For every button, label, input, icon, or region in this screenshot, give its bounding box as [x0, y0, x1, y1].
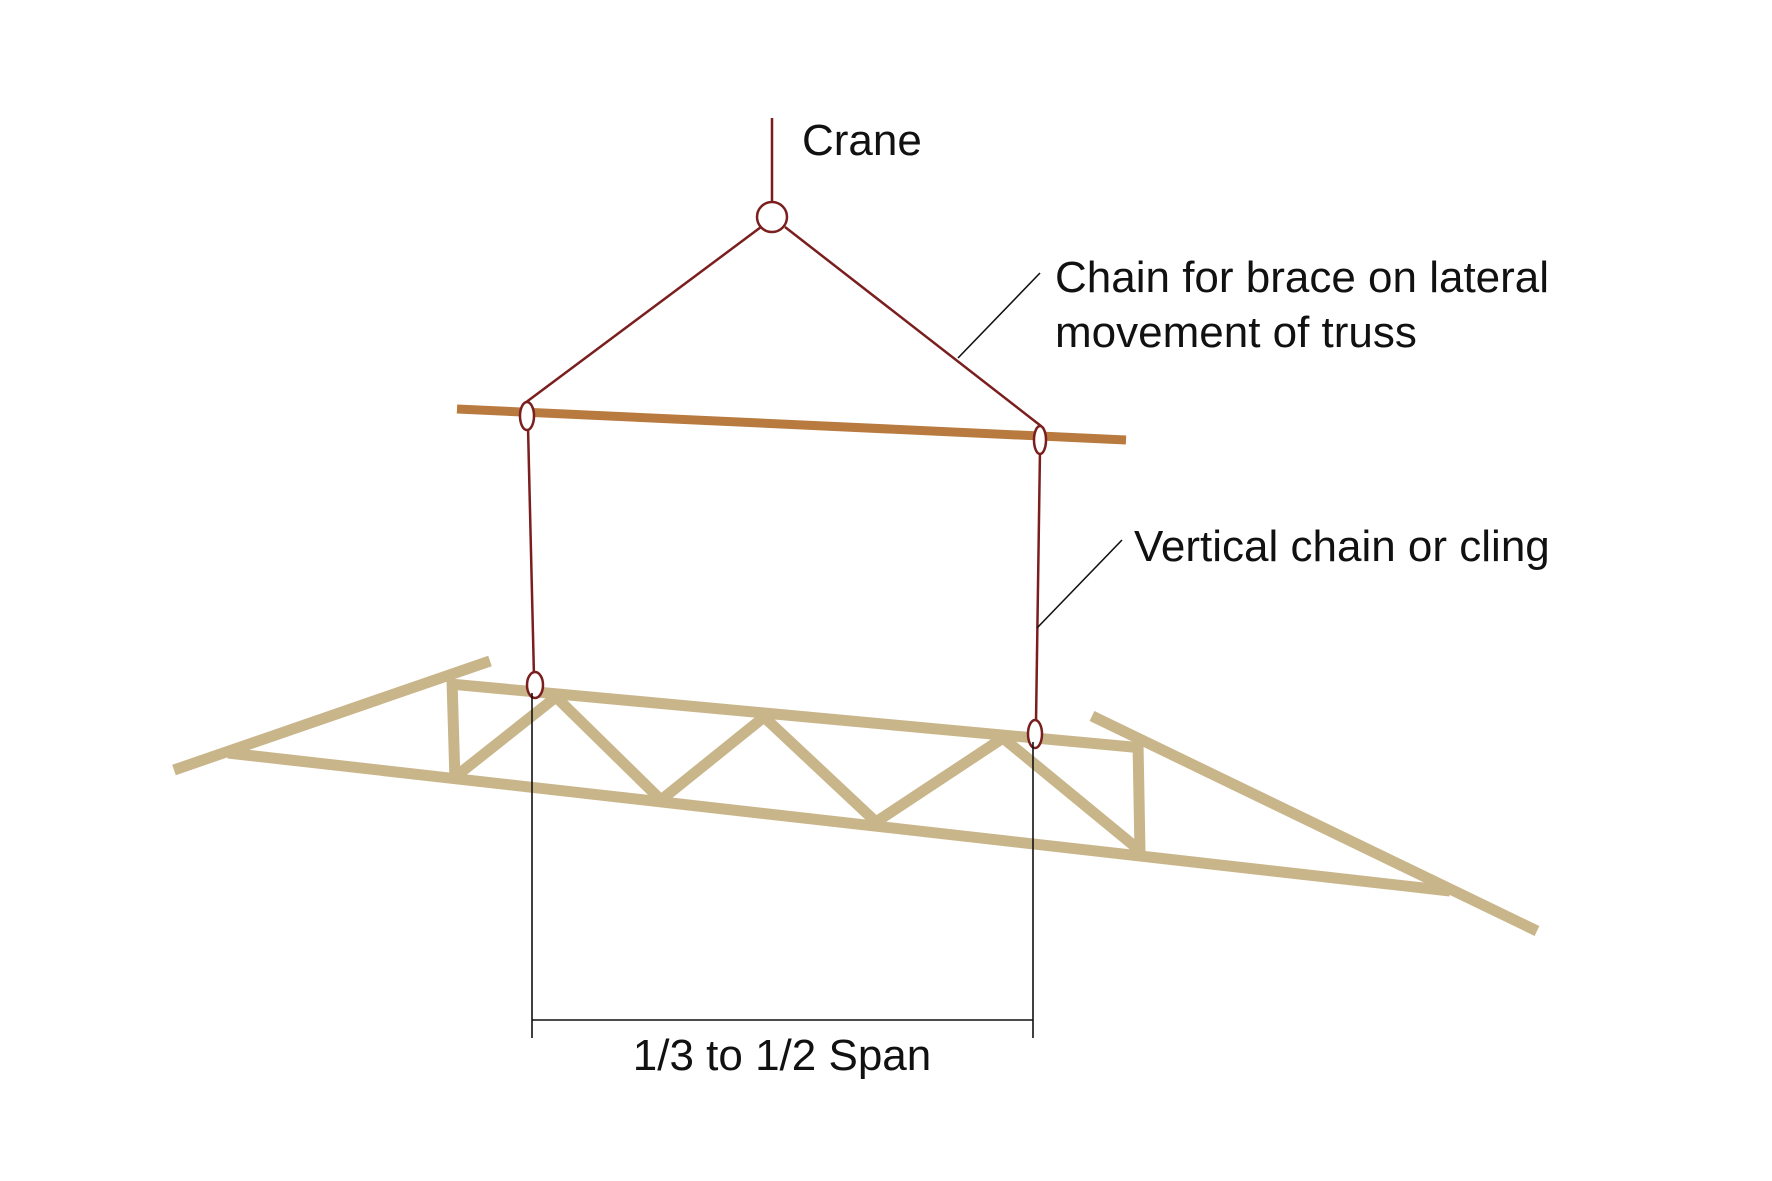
- left-sling-chain: [524, 225, 762, 405]
- right-bar-shackle: [1032, 424, 1048, 456]
- right-sling-chain: [784, 226, 1042, 427]
- right-truss-shackle: [1026, 718, 1044, 750]
- truss-web: [451, 692, 560, 782]
- span-dimension: [531, 693, 1034, 1038]
- truss-left-rafter: [172, 655, 492, 776]
- truss-right-vertical: [1132, 742, 1146, 853]
- truss-bottom-chord: [227, 747, 1451, 897]
- truss-web: [999, 733, 1142, 854]
- left-truss-shackle: [525, 670, 545, 700]
- left-vertical-chain: [526, 426, 536, 678]
- vertical-chain-leader: [1036, 539, 1123, 629]
- truss-web: [872, 733, 1007, 827]
- crane-label: Crane: [802, 116, 922, 165]
- right-vertical-chain: [1034, 449, 1042, 723]
- crane-hook-ring: [755, 200, 789, 234]
- spreader-bar: [456, 404, 1127, 445]
- truss-web: [760, 712, 880, 827]
- left-bar-shackle: [518, 400, 536, 432]
- truss-web: [657, 712, 768, 805]
- brace-chain-label-line2: movement of truss: [1055, 308, 1417, 357]
- truss-right-rafter: [1089, 711, 1540, 936]
- brace-chain-leader: [957, 272, 1041, 359]
- truss-left-vertical: [446, 679, 461, 782]
- roof-truss: [172, 655, 1540, 936]
- span-label: 1/3 to 1/2 Span: [633, 1031, 931, 1080]
- brace-chain-label-line1: Chain for brace on lateral: [1055, 253, 1549, 302]
- truss-web: [552, 693, 665, 804]
- vertical-chain-label: Vertical chain or cling: [1134, 522, 1550, 571]
